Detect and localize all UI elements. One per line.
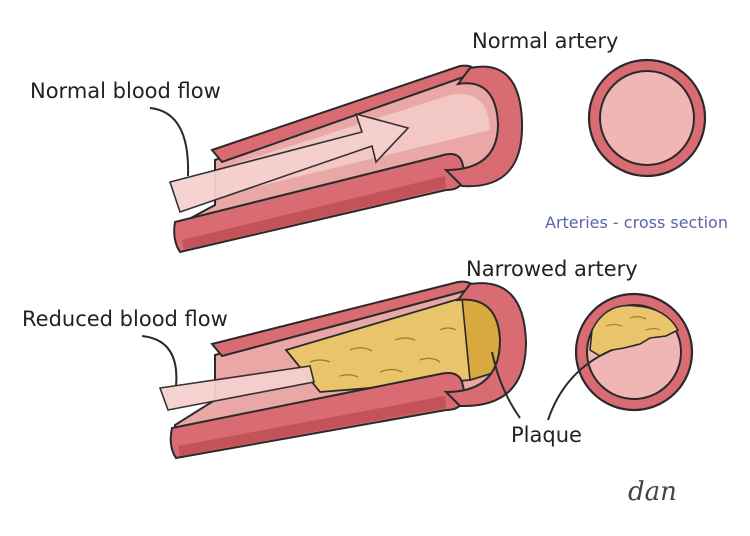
- narrowed-cross-section-plaque: [589, 304, 680, 357]
- normal-artery-bottom-shade: [182, 176, 446, 250]
- reduced-blood-flow-label: Reduced blood flow: [22, 307, 228, 331]
- normal-cross-section: [587, 58, 707, 178]
- narrowed-cross-section: [574, 292, 694, 412]
- normal-artery-label: Normal artery: [472, 29, 618, 53]
- reduced-blood-flow-pointer: [141, 335, 178, 387]
- plaque-pointer-artery: [491, 351, 521, 419]
- reduced-blood-flow-arrow: [158, 365, 315, 411]
- plaque-texture: [309, 327, 457, 378]
- normal-blood-flow-pointer: [149, 107, 190, 177]
- normal-blood-flow-label: Normal blood flow: [30, 79, 221, 103]
- signature: dan: [628, 477, 677, 507]
- cross-section-plaque-texture: [605, 316, 661, 331]
- narrowed-artery-cut-ring: [443, 282, 528, 408]
- normal-artery-illustration: [168, 64, 524, 254]
- normal-artery-cut-ring: [443, 65, 524, 188]
- cross-section-caption: Arteries - cross section: [545, 213, 728, 232]
- plaque-label: Plaque: [511, 423, 582, 447]
- plaque-pointer-cross-section: [547, 349, 613, 421]
- narrowed-artery-bottom-shade: [178, 396, 446, 456]
- normal-blood-flow-arrow: [168, 112, 410, 214]
- normal-cross-section-lumen: [599, 70, 695, 166]
- narrowed-artery-label: Narrowed artery: [466, 257, 638, 281]
- narrowed-artery-illustration: [158, 280, 528, 460]
